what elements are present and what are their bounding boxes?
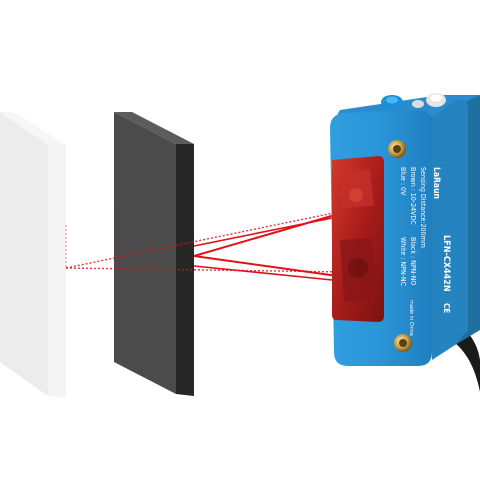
origin-label: made in China xyxy=(408,300,414,336)
photoelectric-sensor: LaRaun Sensing Distance:200mm Brown : 10… xyxy=(330,93,480,366)
white-reflector-panel xyxy=(0,112,66,398)
dotted-beam-lower xyxy=(65,267,349,273)
white-wire-label: White : NPN-NC xyxy=(399,237,407,287)
solid-beam-upper-2 xyxy=(193,213,353,247)
laser-beams xyxy=(65,209,353,283)
ce-mark: CE xyxy=(442,303,451,313)
solid-beam-lower xyxy=(193,255,353,279)
black-wire-label: Black : NPN-NO xyxy=(409,237,417,285)
brown-wire-label: Brown : 10-24VDC xyxy=(409,167,417,225)
screw-icon xyxy=(394,334,412,352)
dotted-beam-upper xyxy=(65,209,349,269)
blue-wire-label: Blue : 0V xyxy=(399,167,407,196)
solid-beam-lower-2 xyxy=(193,265,353,283)
screw-icon xyxy=(388,140,406,158)
model-number-label: LFN-CX442N xyxy=(441,235,451,292)
gray-object-panel xyxy=(114,112,194,396)
sensing-distance-label: Sensing Distance:200mm xyxy=(419,167,427,248)
solid-beam-upper xyxy=(193,209,353,257)
brand-logo-text: LaRaun xyxy=(431,167,441,199)
